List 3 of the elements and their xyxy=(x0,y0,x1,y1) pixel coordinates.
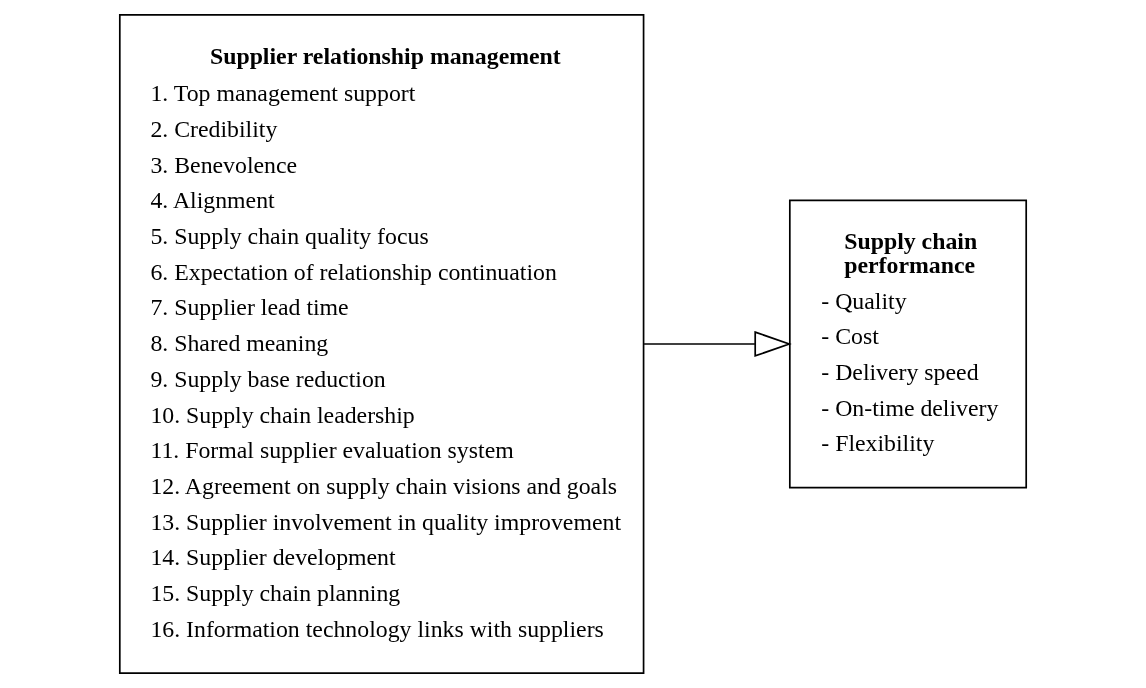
arrow xyxy=(643,330,792,358)
node-box: Supply chain performance - Quality - Cost - Delivery speed - On-time delivery - Flexibility xyxy=(788,199,1028,489)
node-box: Supplier relationship management 1. Top management support 2. Credibility 3. Benevolence 4. Alignment 5. Supply chain quality focus 6. Expectation of relationship continuation 7. Supplier lead time 8. Shared meaning 9. Supply base reduction 10. Supply chain leadership 11. Formal supplier evaluation system 12. Agreement on supply chain visions and goals 13. Supplier involvement in quality improvement 14. Supplier development 15. Supply chain planning 16. Information technology links with suppliers xyxy=(118,14,645,674)
